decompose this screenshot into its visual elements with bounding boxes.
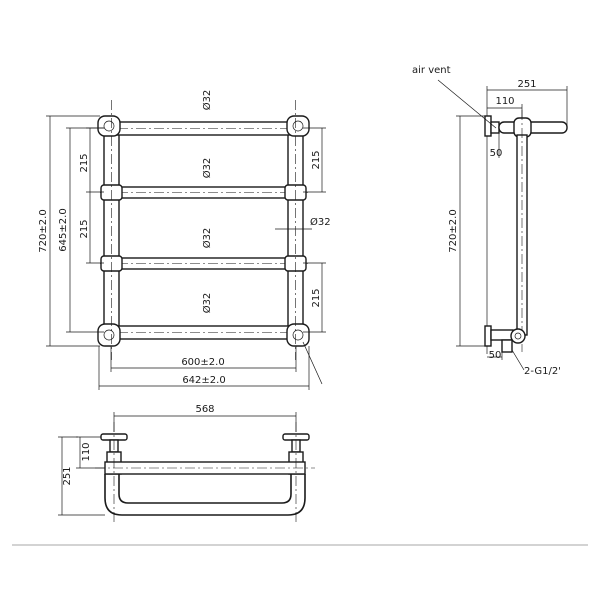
inner-width-dimension: 600±2.0: [110, 346, 297, 372]
side-bottom-wall-offset-label: 50: [489, 350, 502, 361]
leg-diameter-label: Ø32: [310, 216, 331, 228]
top-view-total-depth-label: 251: [62, 466, 73, 485]
side-height-dimension: 720±2.0: [448, 115, 487, 347]
top-view: 568 110 251: [58, 404, 315, 525]
total-height-label: 720±2.0: [38, 209, 49, 252]
side-top-bracket: [484, 115, 500, 137]
wall-brackets: [97, 115, 310, 347]
side-height-label: 720±2.0: [448, 209, 459, 252]
air-vent-callout: air vent: [412, 65, 497, 129]
side-leg: [516, 110, 528, 352]
right-spacing-dimensions: 215 215: [303, 127, 326, 333]
left-spacing-lower-label: 215: [79, 219, 90, 238]
total-height-dimension: 720±2.0: [38, 115, 100, 347]
rail-span-label: 645±2.0: [58, 208, 69, 251]
outer-width-dimension: 642±2.0: [98, 346, 310, 390]
leg-diameter-callout: Ø32: [275, 216, 331, 230]
side-bottom-bracket: [484, 325, 526, 353]
outer-width-label: 642±2.0: [182, 375, 225, 386]
side-bottom-wall-offset: 50: [487, 350, 503, 361]
side-depth-label: 251: [517, 79, 536, 90]
top-rail-diameter-label: Ø32: [201, 90, 213, 111]
top-rail: [100, 121, 310, 136]
right-spacing-upper-label: 215: [311, 150, 322, 169]
side-view: air vent 251 110 50 720±2.0: [412, 65, 568, 377]
top-view-u-rail: [104, 474, 306, 516]
inner-width-label: 600±2.0: [181, 357, 224, 368]
rail-3: [100, 257, 310, 270]
right-spacing-lower-label: 215: [311, 288, 322, 307]
side-offset-dimension: 110: [487, 96, 523, 118]
side-top-arm: [498, 117, 568, 138]
top-view-width-dimension: 568: [113, 404, 297, 432]
rail-2-diameter-label: Ø32: [201, 158, 213, 179]
bottom-rail-diameter-label: Ø32: [201, 293, 213, 314]
side-offset-label: 110: [495, 96, 514, 107]
left-spacing-dimensions: 215 215: [79, 127, 104, 264]
top-view-bracket-depth-dimension: 110: [76, 436, 105, 469]
left-spacing-upper-label: 215: [79, 153, 90, 172]
connection-label: 2-G1/2': [524, 366, 561, 377]
air-vent-label: air vent: [412, 65, 451, 76]
top-view-bracket-depth-label: 110: [81, 442, 92, 461]
front-view: Ø32 Ø32 Ø32 Ø32 Ø32 720±2.0 645±2.0: [38, 90, 331, 390]
top-view-width-label: 568: [195, 404, 214, 415]
connection-callout: 2-G1/2': [511, 349, 561, 377]
rail-2: [100, 186, 310, 199]
rail-3-diameter-label: Ø32: [201, 228, 213, 249]
side-top-wall-offset-label: 50: [490, 148, 503, 159]
bottom-rail: [100, 325, 310, 340]
top-view-total-depth-dimension: 251: [58, 436, 105, 516]
top-view-wall-plates: [100, 433, 310, 453]
side-top-wall-offset: 50: [488, 133, 504, 159]
